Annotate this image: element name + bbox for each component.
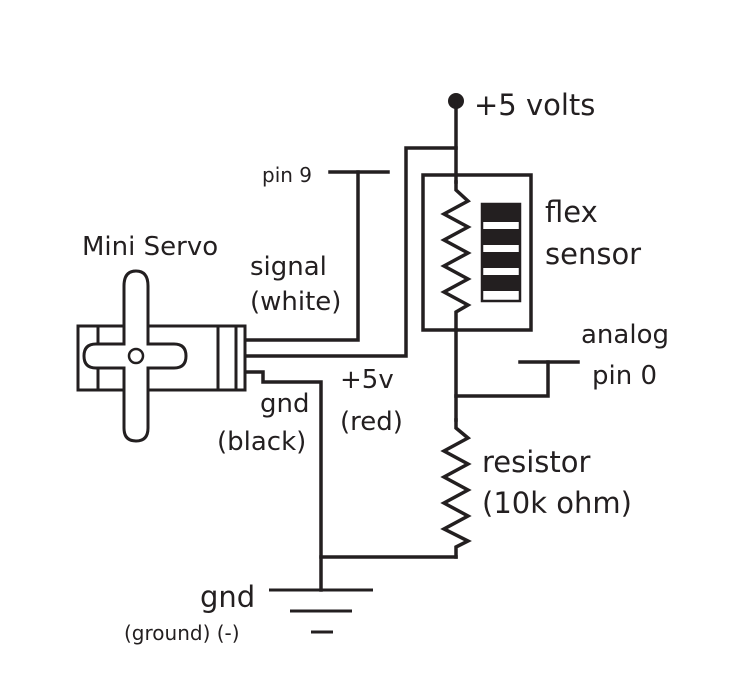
resistor-zigzag [440, 418, 472, 559]
servo-ground-color-label: (black) [217, 427, 306, 457]
signal-wire-color-label: (white) [250, 287, 341, 317]
flex-sensor-label-line2: sensor [545, 237, 641, 271]
ground-label: gnd [200, 580, 255, 614]
analog-label-line1: analog [581, 320, 669, 350]
power-wire-label: +5v [340, 365, 394, 395]
supply-voltage-label: +5 volts [474, 88, 595, 122]
servo-power-wire [243, 146, 458, 358]
servo-ground-label: gnd [260, 389, 310, 419]
power-wire-color-label: (red) [340, 407, 403, 437]
flex-sensor-housing [421, 173, 533, 332]
mini-servo-label: Mini Servo [82, 232, 218, 262]
resistor-value-label: (10k ohm) [482, 486, 632, 520]
ground-symbol-icon [269, 588, 373, 634]
resistor-label: resistor [482, 445, 591, 479]
analog-pin-wire [454, 360, 550, 398]
analog-label-line2: pin 0 [592, 361, 657, 391]
ground-note-label: (ground) (-) [124, 621, 240, 645]
pin9-signal-wire [243, 170, 360, 342]
mini-servo-icon [76, 269, 247, 443]
flex-sensor-bars [480, 202, 522, 303]
pin9-label: pin 9 [262, 163, 312, 187]
flex-sensor-label-line1: flex [545, 195, 598, 229]
flex-sensor-zigzag [440, 180, 472, 332]
servo-ground-wire [243, 370, 323, 592]
signal-wire-label: signal [250, 252, 327, 282]
